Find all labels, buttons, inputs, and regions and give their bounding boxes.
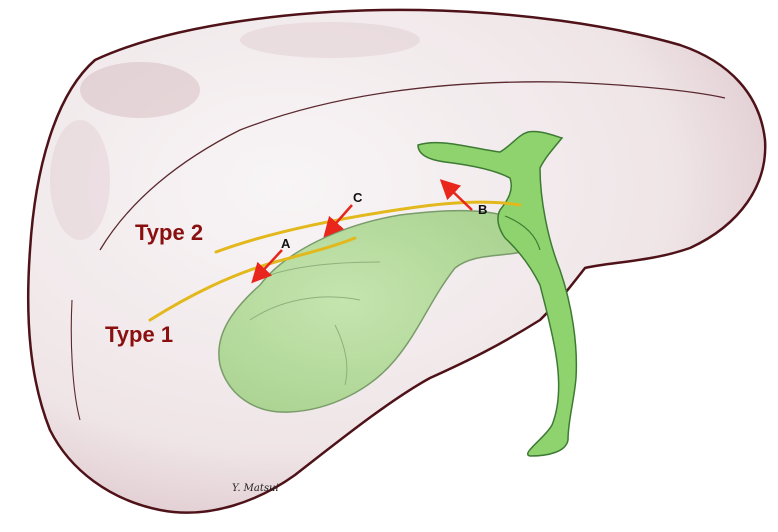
gallbladder: [218, 209, 531, 413]
label-type-2: Type 2: [135, 220, 203, 245]
arrow-b: [439, 179, 473, 211]
gallbladder-fold: [269, 261, 381, 276]
liver-shading: [80, 62, 200, 118]
label-type-1: Type 1: [105, 322, 173, 347]
vein-type-1: [148, 236, 357, 322]
liver-shading: [240, 22, 420, 58]
label-point-c: C: [353, 190, 363, 205]
liver-inner-contour: [99, 81, 726, 251]
arrow-c: [323, 204, 353, 238]
label-point-a: A: [281, 236, 291, 251]
arrow-a: [251, 249, 283, 284]
gallbladder-fold: [249, 296, 361, 321]
cystic-duct: [504, 215, 541, 251]
label-point-b: B: [478, 202, 487, 217]
gallbladder-fold: [334, 324, 348, 386]
vein-type-2: [214, 200, 522, 254]
liver-shading: [50, 120, 110, 240]
artist-signature: Y. Matsui: [232, 483, 279, 494]
liver-inner-contour: [70, 299, 81, 421]
